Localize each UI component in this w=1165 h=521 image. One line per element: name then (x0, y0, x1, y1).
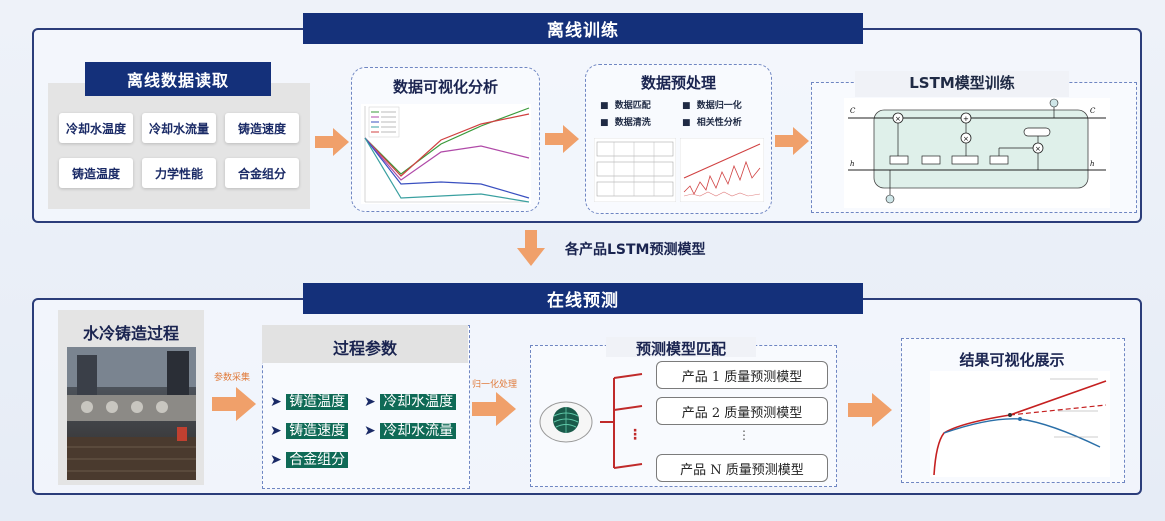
preprocessing-thumbnail-chart (680, 138, 764, 202)
model-pill-product-2: 产品 2 质量预测模型 (656, 397, 828, 425)
model-match-title: 预测模型匹配 (635, 340, 726, 358)
prep-item: ■ 数据归一化 (682, 101, 742, 111)
svg-text:h: h (850, 160, 855, 168)
process-params-title: 过程参数 (332, 339, 397, 358)
preprocessing-thumbnail-table (594, 138, 676, 202)
data-read-title: 离线数据读取 (85, 62, 271, 96)
param-cooling-water-temp: 冷却水温度 (59, 113, 133, 143)
offline-title: 离线训练 (303, 13, 863, 44)
data-preprocessing-title: 数据预处理 (640, 74, 716, 92)
arrow-right-icon (315, 128, 349, 156)
prep-item: ■ 相关性分析 (682, 118, 742, 128)
result-visualization-title: 结果可视化展示 (959, 351, 1065, 369)
param-cooling-water-flow: 冷却水流量 (142, 113, 216, 143)
process-param-item: ➤ 冷却水温度 (364, 391, 457, 411)
casting-process-photo (67, 347, 196, 480)
arrow-right-icon (545, 125, 579, 153)
process-param-item: ➤ 铸造温度 (270, 391, 349, 411)
brain-network-icon (539, 401, 593, 443)
process-params-header (262, 325, 468, 363)
data-visualization-box: 数据可视化分析 (351, 67, 540, 212)
svg-text:h: h (1090, 160, 1095, 168)
arrow-down-icon (517, 230, 545, 266)
lstm-models-label: 各产品LSTM预测模型 (565, 242, 706, 258)
svg-text:×: × (963, 135, 969, 143)
normalization-label: 归一化处理 (472, 380, 518, 390)
model-pill-product-n: 产品 N 质量预测模型 (656, 454, 828, 482)
lstm-cell-diagram: C h C h × + × × (844, 98, 1110, 208)
arrow-right-icon (212, 387, 256, 421)
arrow-right-icon (472, 392, 516, 426)
process-param-item: ➤ 冷却水流量 (364, 420, 457, 440)
data-read-box (48, 83, 310, 209)
model-match-title-tab (606, 337, 756, 357)
arrow-right-icon (775, 127, 809, 155)
process-param-item: ➤ 合金组分 (270, 449, 349, 469)
model-tree-ellipsis: ⋮ (628, 427, 642, 443)
svg-text:×: × (895, 115, 901, 123)
arrow-right-icon (848, 393, 892, 427)
param-mechanical-props: 力学性能 (142, 158, 216, 188)
process-param-item: ➤ 铸造速度 (270, 420, 349, 440)
data-preprocessing-box: 数据预处理 ■ 数据匹配 ■ 数据归一化 ■ 数据清洗 ■ 相关性分析 (585, 64, 772, 214)
model-tree-connector (600, 373, 643, 469)
param-acquisition-label: 参数采集 (214, 373, 251, 383)
data-visualization-title: 数据可视化分析 (392, 78, 498, 96)
svg-text:C: C (850, 107, 856, 115)
model-pill-product-1: 产品 1 质量预测模型 (656, 361, 828, 389)
lstm-title-tab (855, 71, 1069, 97)
model-list-ellipsis: ⋮ (738, 428, 750, 442)
lstm-training-title: LSTM模型训练 (909, 74, 1015, 92)
prep-item: ■ 数据匹配 (600, 101, 651, 111)
prep-item: ■ 数据清洗 (600, 118, 651, 128)
line-chart-thumbnail (361, 104, 531, 204)
online-title: 在线预测 (303, 283, 863, 314)
param-alloy-composition: 合金组分 (225, 158, 299, 188)
result-curve-chart (930, 371, 1110, 477)
casting-process-title: 水冷铸造过程 (82, 324, 179, 343)
svg-text:×: × (1035, 145, 1041, 153)
param-casting-speed: 铸造速度 (225, 113, 299, 143)
svg-text:C: C (1090, 107, 1096, 115)
svg-text:+: + (963, 115, 969, 123)
param-casting-temp: 铸造温度 (59, 158, 133, 188)
